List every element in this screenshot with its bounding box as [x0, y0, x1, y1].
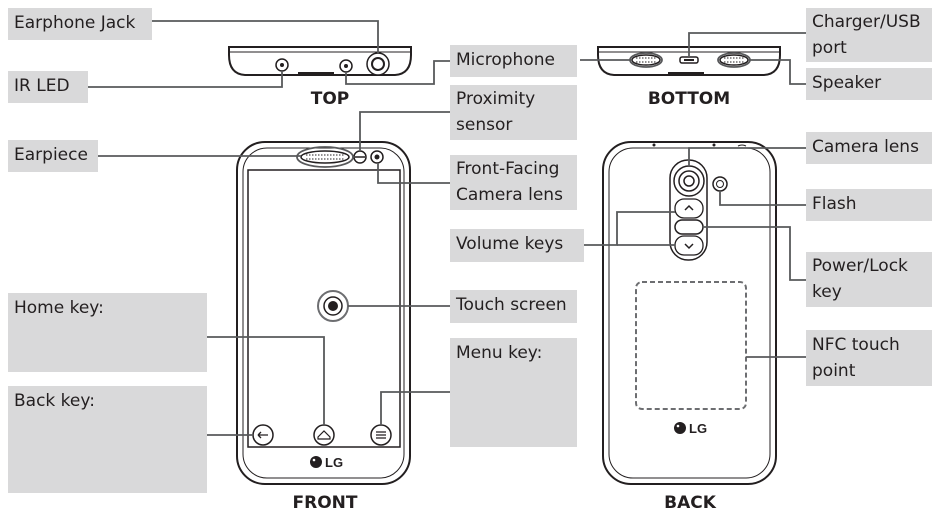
label-power-lock-key: Power/Lock key	[806, 252, 932, 307]
label-touch-screen: Touch screen	[450, 290, 577, 323]
label-proximity-sensor: Proximity sensor	[450, 85, 577, 140]
rear-camera-icon	[673, 165, 705, 197]
label-camera-lens: Camera lens	[806, 132, 932, 164]
label-back-key: Back key:	[8, 386, 207, 493]
volume-down-icon	[674, 235, 704, 256]
label-ir-led: IR LED	[8, 71, 88, 103]
home-key-icon	[313, 424, 335, 446]
label-earphone-jack: Earphone Jack	[8, 8, 152, 40]
front-camera-icon	[370, 150, 384, 164]
svg-text:LG: LG	[325, 455, 343, 470]
volume-up-icon	[674, 198, 704, 219]
back-view: LG	[602, 141, 777, 485]
label-nfc-touch-point: NFC touch point	[806, 330, 932, 386]
power-key-icon	[674, 219, 704, 235]
nfc-area-icon	[635, 281, 747, 410]
top-edge-view	[228, 46, 412, 76]
microphone-icon	[339, 59, 353, 73]
lg-logo-icon: LG	[674, 421, 707, 436]
earphone-jack-icon	[366, 52, 390, 76]
usb-port-icon	[679, 56, 699, 64]
leader-lines	[88, 20, 806, 436]
proximity-sensor-icon	[353, 150, 367, 164]
label-microphone: Microphone	[450, 45, 577, 77]
label-speaker: Speaker	[806, 68, 932, 100]
speaker-grille-icon	[631, 54, 749, 66]
flash-icon	[712, 176, 728, 192]
svg-text:LG: LG	[689, 421, 707, 436]
label-front-facing-camera-lens: Front-Facing Camera lens	[450, 155, 577, 210]
back-key-icon	[252, 424, 274, 446]
label-flash: Flash	[806, 189, 932, 221]
earpiece-grille-icon	[300, 150, 350, 164]
menu-key-icon	[370, 424, 392, 446]
label-charger-usb-port: Charger/USB port	[806, 8, 932, 62]
bottom-edge-view	[597, 46, 781, 76]
label-earpiece: Earpiece	[8, 140, 98, 172]
bottom-caption: BOTTOM	[647, 89, 731, 109]
touch-point-icon	[317, 290, 349, 322]
lg-logo-icon: LG	[310, 455, 343, 470]
label-volume-keys: Volume keys	[450, 229, 584, 262]
back-caption: BACK	[664, 493, 716, 513]
ir-led-icon	[275, 58, 289, 72]
front-view: LG	[236, 141, 411, 485]
top-caption: TOP	[310, 89, 350, 109]
front-caption: FRONT	[292, 493, 358, 513]
label-home-key: Home key:	[8, 293, 207, 372]
label-menu-key: Menu key:	[450, 338, 577, 447]
